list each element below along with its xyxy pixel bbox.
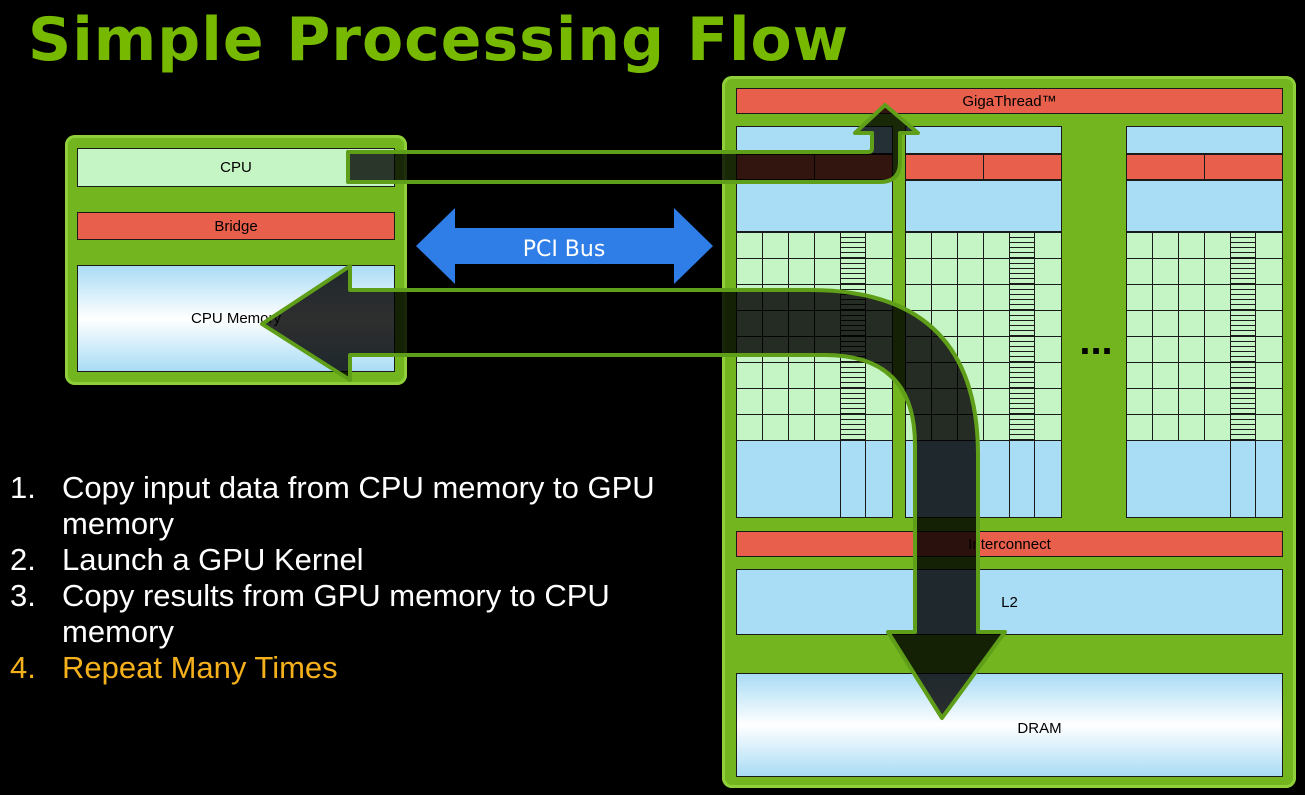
step-number: 4. xyxy=(10,650,36,685)
pci-bus-arrow: PCI Bus xyxy=(416,208,713,284)
sfu-unit xyxy=(865,232,893,259)
sfu-unit xyxy=(1034,310,1062,337)
step-item: 3. Copy results from GPU memory to CPU me… xyxy=(10,578,730,650)
instruction-cache xyxy=(905,126,1062,154)
step-number: 1. xyxy=(10,470,36,505)
cuda-core xyxy=(736,388,763,415)
cuda-core xyxy=(788,232,815,259)
step-item: 2. Launch a GPU Kernel xyxy=(10,542,730,578)
sfu-unit xyxy=(865,258,893,285)
cuda-core xyxy=(931,284,958,311)
interconnect-bar: Interconnect xyxy=(736,531,1283,557)
instruction-cache xyxy=(1126,126,1283,154)
register-file xyxy=(1126,180,1283,232)
step-text: Launch a GPU Kernel xyxy=(62,542,364,577)
sfu-unit xyxy=(865,414,893,441)
dram-block: DRAM xyxy=(736,673,1283,777)
step-text: Copy results from GPU memory to CPU memo… xyxy=(62,578,610,649)
shared-memory xyxy=(865,440,893,518)
shared-memory xyxy=(1034,440,1062,518)
warp-scheduler xyxy=(1204,154,1283,180)
bridge-label: Bridge xyxy=(214,217,258,235)
sfu-unit xyxy=(1034,258,1062,285)
cpu-label: CPU xyxy=(220,159,252,176)
cuda-core xyxy=(1178,362,1205,389)
cuda-core xyxy=(1204,232,1231,259)
shared-memory xyxy=(1255,440,1283,518)
bridge-block: Bridge xyxy=(77,212,395,240)
gigathread-bar: GigaThread™ xyxy=(736,88,1283,114)
sfu-unit xyxy=(865,388,893,415)
warp-scheduler xyxy=(905,154,984,180)
shared-memory xyxy=(1009,440,1035,518)
cuda-core xyxy=(1204,284,1231,311)
cuda-core xyxy=(983,258,1010,285)
cpu-block: CPU xyxy=(77,148,395,187)
sfu-unit xyxy=(1255,336,1283,363)
step-item: 1. Copy input data from CPU memory to GPU… xyxy=(10,470,730,542)
register-file xyxy=(736,180,893,232)
cuda-core xyxy=(905,284,932,311)
cuda-core xyxy=(1178,336,1205,363)
cuda-core xyxy=(1126,232,1153,259)
step-item: 4. Repeat Many Times xyxy=(10,650,730,686)
warp-scheduler xyxy=(983,154,1062,180)
sfu-unit xyxy=(1034,388,1062,415)
register-file xyxy=(905,180,1062,232)
cpu-memory-label: CPU Memory xyxy=(190,310,281,327)
l2-cache: L2 xyxy=(736,569,1283,635)
l2-label: L2 xyxy=(1001,593,1018,611)
cuda-core xyxy=(1152,388,1179,415)
sfu-unit xyxy=(1034,232,1062,259)
cuda-core xyxy=(983,284,1010,311)
interconnect-label: Interconnect xyxy=(968,535,1051,553)
more-sm-ellipsis: ... xyxy=(1079,319,1113,363)
step-number: 2. xyxy=(10,542,36,577)
gigathread-label: GigaThread™ xyxy=(962,92,1057,110)
shared-memory xyxy=(1126,440,1231,518)
cuda-core xyxy=(1204,310,1231,337)
step-number: 3. xyxy=(10,578,36,613)
slide-title: Simple Processing Flow xyxy=(28,5,850,75)
steps-list: 1. Copy input data from CPU memory to GPU… xyxy=(10,470,730,686)
dram-label: DRAM xyxy=(1017,719,1062,737)
cuda-core xyxy=(788,388,815,415)
shared-memory xyxy=(840,440,866,518)
warp-scheduler xyxy=(1126,154,1205,180)
pci-bus-label: PCI Bus xyxy=(523,237,606,262)
cuda-core xyxy=(736,258,763,285)
launch-kernel-arrow xyxy=(346,103,920,184)
shared-memory xyxy=(736,440,841,518)
copy-data-arrow xyxy=(260,264,1007,720)
step-text: Repeat Many Times xyxy=(62,650,338,685)
cuda-core xyxy=(814,258,841,285)
sfu-unit xyxy=(1034,336,1062,363)
cuda-core xyxy=(1178,414,1205,441)
step-text: Copy input data from CPU memory to GPU m… xyxy=(62,470,655,541)
streaming-multiprocessor xyxy=(1126,126,1283,518)
load-store-unit xyxy=(1009,232,1035,259)
